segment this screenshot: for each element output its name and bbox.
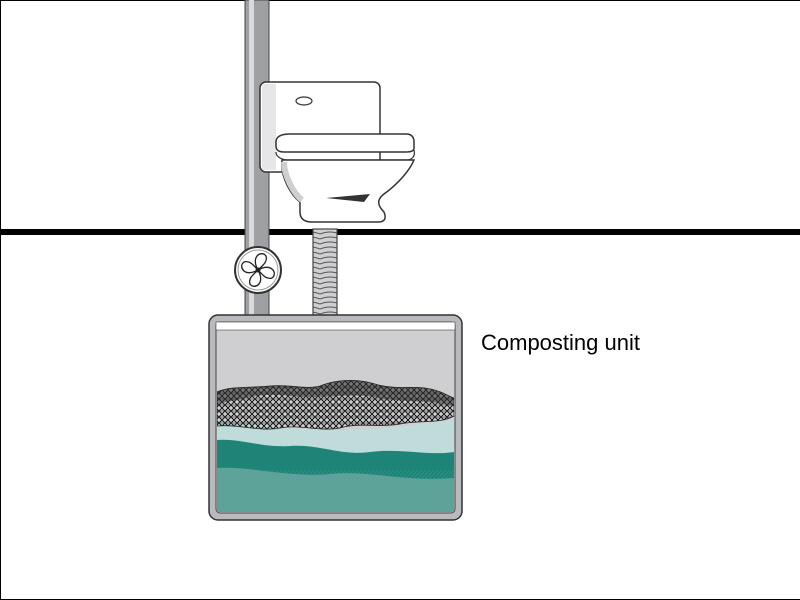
fan-icon bbox=[234, 246, 282, 294]
flexible-chute bbox=[312, 228, 338, 320]
toilet-icon bbox=[259, 81, 416, 223]
compost-layers bbox=[217, 380, 454, 512]
floor-line bbox=[0, 229, 800, 235]
composting-unit-label: Composting unit bbox=[481, 330, 640, 355]
